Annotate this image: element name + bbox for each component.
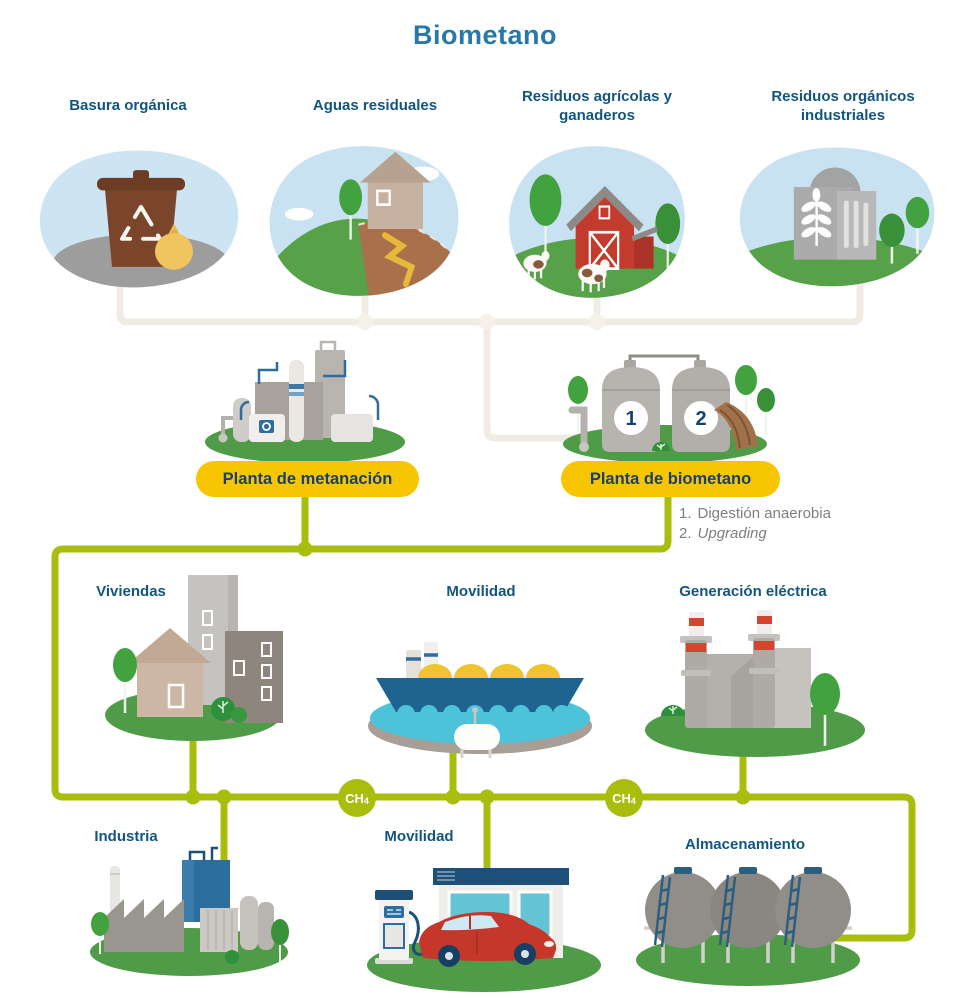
barn-icon (566, 185, 658, 270)
cloud-icon (284, 207, 314, 221)
tree-icon (113, 648, 137, 713)
residuos-agricolas-illustration (509, 146, 685, 298)
tree-icon (757, 388, 775, 434)
bush-icon (652, 442, 670, 451)
almacenamiento-illustration (636, 867, 860, 986)
bush-icon (225, 950, 239, 964)
power-plant-illustration (645, 610, 865, 757)
gas-sphere-icon (645, 867, 721, 948)
use-label-viviendas: Viviendas (96, 583, 166, 600)
tree-icon (91, 912, 109, 954)
gas-sphere-icon (775, 867, 851, 948)
chimney-icon (680, 612, 712, 728)
planta-de-biometano-pill: Planta de biometano (561, 461, 780, 497)
cow-icon (523, 250, 550, 280)
metanacion-plant-illustration (205, 340, 405, 463)
source-label-residuos-agricolas: Residuos agrícolas y ganaderos (521, 88, 673, 124)
tree-icon (271, 919, 289, 964)
use-label-generacion-electrica: Generación eléctrica (679, 583, 827, 600)
house-icon (360, 151, 431, 229)
wheat-icon (801, 188, 832, 246)
step-digestion-anaerobia: 1.Digestión anaerobia (679, 505, 831, 522)
use-label-industria: Industria (94, 828, 158, 845)
wood-chute-icon (714, 402, 758, 450)
use-label-movilidad-barco: Movilidad (446, 583, 516, 600)
aguas-residuales-illustration (269, 146, 459, 296)
inlet-pipe-icon (568, 406, 589, 452)
tank-number-2: 2 (695, 408, 706, 430)
use-label-movilidad-coche: Movilidad (384, 828, 454, 845)
source-label-residuos-industriales: Residuos orgánicos industriales (771, 88, 915, 124)
source-label-aguas-residuales: Aguas residuales (312, 97, 438, 114)
tree-icon (905, 196, 930, 254)
bush-icon (211, 697, 247, 723)
viviendas-illustration (105, 575, 283, 741)
tree-icon (810, 673, 840, 746)
trash-bag-icon (155, 223, 193, 270)
gas-junction-dots (185, 541, 751, 805)
cng-station-illustration (367, 868, 601, 992)
car-icon (419, 912, 557, 967)
residuos-industriales-illustration (739, 147, 935, 287)
factory-icon (104, 846, 274, 952)
page-title: Biometano (412, 20, 557, 50)
gas-sphere-icon (710, 867, 786, 948)
methanation-plant-icon (218, 340, 380, 443)
gas-network-lines (51, 493, 916, 942)
tree-icon (339, 179, 363, 240)
biometano-steps-list: 1.Digestión anaerobia 2.Upgrading (679, 504, 831, 544)
lng-ship-icon (376, 642, 584, 723)
digester-tanks-icon: 1 2 (602, 354, 730, 452)
industria-illustration (90, 846, 289, 976)
source-label-basura-organica: Basura orgánica (69, 97, 187, 114)
fuel-dispenser-icon (375, 890, 424, 964)
planta-de-metanacion-pill: Planta de metanación (196, 461, 419, 497)
bush-icon (661, 705, 685, 716)
storage-tank-icon (454, 707, 500, 758)
tank-number-1: 1 (625, 408, 636, 430)
planta-de-biometano-label: Planta de biometano (589, 469, 752, 488)
recycle-icon (120, 204, 162, 241)
use-label-almacenamiento: Almacenamiento (684, 836, 806, 853)
step-upgrading: 2.Upgrading (679, 525, 767, 542)
house-icon (129, 628, 211, 717)
basura-organica-illustration (39, 150, 239, 288)
grass-mound-icon (636, 934, 860, 986)
tree-icon (879, 213, 905, 264)
source-junction-dots (357, 314, 605, 330)
chimney-icon (748, 610, 780, 728)
sewage-pipe-icon (382, 232, 416, 288)
industrial-building-icon (793, 167, 877, 260)
biometano-plant-illustration: 1 2 (563, 354, 775, 463)
cow-icon (578, 259, 610, 293)
planta-de-metanacion-label: Planta de metanación (222, 469, 393, 488)
lng-ship-illustration (368, 642, 592, 758)
